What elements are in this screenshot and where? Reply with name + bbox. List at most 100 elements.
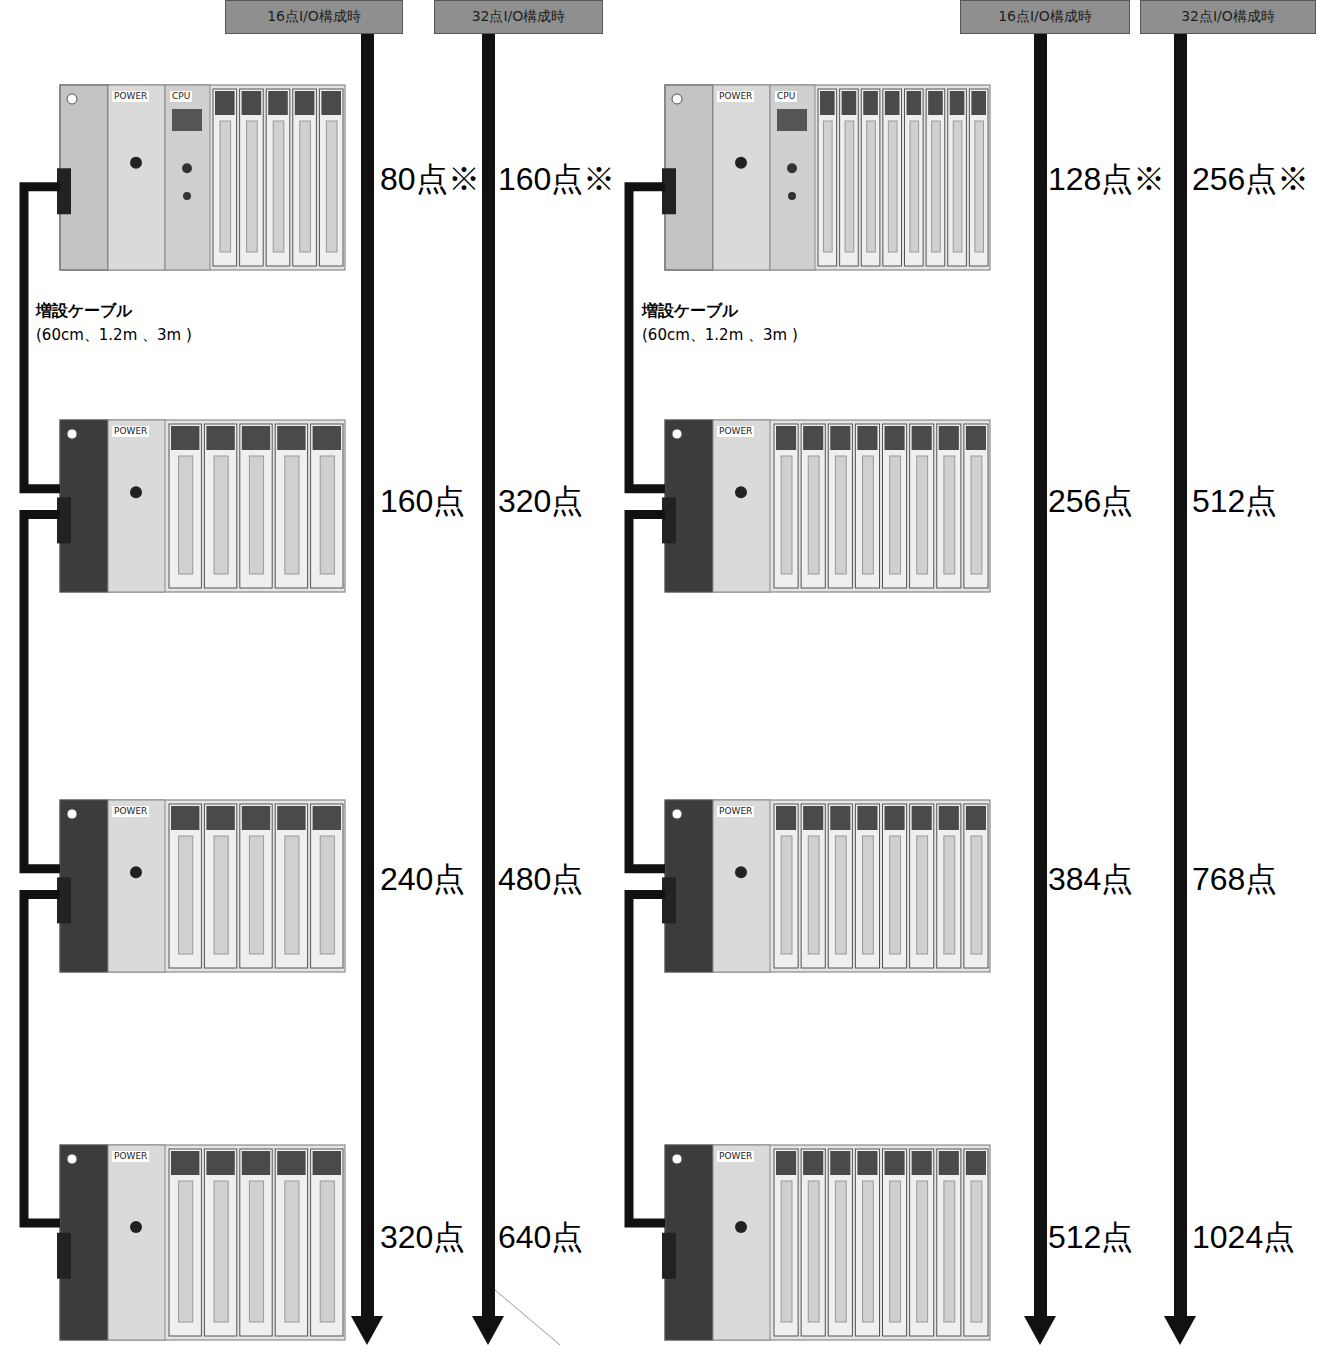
cpu-switch <box>183 192 191 200</box>
power-lamp <box>735 1221 747 1233</box>
rack-base <box>60 420 345 592</box>
io-arrow <box>351 34 383 1345</box>
io-module <box>801 804 825 968</box>
io-connector <box>885 426 905 450</box>
io-module <box>311 424 343 588</box>
plc-rack <box>57 85 345 270</box>
io-module <box>926 89 945 266</box>
io-point-count: 160点 <box>380 482 465 520</box>
plc-rack: POWER <box>665 1145 990 1340</box>
io-connector <box>830 1151 850 1175</box>
io-point-count: 256点※ <box>1192 160 1309 198</box>
io-connector <box>966 426 986 450</box>
expansion-cable <box>629 515 665 869</box>
io-arrow <box>472 34 504 1345</box>
io-terminal-strip <box>823 121 832 252</box>
io-point-count: 480点 <box>498 860 583 898</box>
io-terminal-strip <box>781 456 792 574</box>
rack-illustrations <box>57 85 990 1340</box>
io-connector <box>857 806 877 830</box>
io-terminal-strip <box>890 1181 901 1322</box>
io-point-count: 240点 <box>380 860 465 898</box>
io-module <box>855 1149 879 1336</box>
io-module <box>948 89 967 266</box>
io-terminal-strip <box>944 1181 955 1322</box>
mount-hole <box>672 429 682 439</box>
io-terminal-strip <box>975 121 984 252</box>
io-connector <box>206 1151 234 1175</box>
expansion-cable <box>24 895 60 1223</box>
plc-rack: POWER <box>60 420 345 592</box>
io-module <box>266 89 290 266</box>
io-module <box>964 804 988 968</box>
header-text: 32点I/O構成時 <box>466 8 572 26</box>
power-lamp <box>130 157 142 169</box>
io-connector <box>776 806 796 830</box>
io-point-count: 768点 <box>1192 860 1277 898</box>
plc-rack <box>662 800 990 972</box>
header-box: 32点I/O構成時 <box>1140 0 1316 34</box>
power-module <box>713 1145 770 1340</box>
io-terminal-strip <box>320 836 334 954</box>
rack-base <box>60 85 345 270</box>
io-terminal-strip <box>179 1181 193 1322</box>
cpu-switch <box>787 163 797 173</box>
io-connector <box>939 426 959 450</box>
io-module <box>828 804 852 968</box>
io-connector <box>321 91 341 115</box>
io-terminal-strip <box>320 1181 334 1322</box>
io-point-count: 1024点 <box>1192 1218 1295 1256</box>
cpu-switch <box>182 163 192 173</box>
io-terminal-strip <box>285 1181 299 1322</box>
plc-rack <box>662 420 990 592</box>
mount-hole <box>67 1154 77 1164</box>
io-connector <box>907 91 922 115</box>
io-connector <box>830 426 850 450</box>
io-connector <box>971 91 986 115</box>
plc-rack: POWERCPU <box>665 85 990 270</box>
io-connector <box>857 1151 877 1175</box>
io-terminal-strip <box>214 1181 228 1322</box>
io-connector <box>939 1151 959 1175</box>
power-module <box>108 1145 165 1340</box>
io-terminal-strip <box>932 121 941 252</box>
rack-base <box>60 1145 345 1340</box>
io-arrow <box>1024 34 1056 1345</box>
io-module <box>801 1149 825 1336</box>
io-module <box>240 424 272 588</box>
power-lamp <box>130 866 142 878</box>
io-connector <box>171 426 199 450</box>
rack-base <box>665 85 990 270</box>
io-terminal-strip <box>249 1181 263 1322</box>
io-terminal-strip <box>910 121 919 252</box>
io-connector <box>242 1151 270 1175</box>
io-terminal-strip <box>326 121 337 252</box>
io-terminal-strip <box>247 121 258 252</box>
io-terminal-strip <box>300 121 311 252</box>
header-box: 16点I/O構成時 <box>225 0 403 34</box>
io-module <box>240 804 272 968</box>
io-terminal-strip <box>863 836 874 954</box>
rack-base <box>665 800 990 972</box>
io-connector <box>885 806 905 830</box>
mount-hole <box>672 809 682 819</box>
io-connector <box>277 426 305 450</box>
io-terminal-strip <box>944 456 955 574</box>
io-connector <box>295 91 315 115</box>
io-connector <box>242 426 270 450</box>
io-module <box>169 424 201 588</box>
io-module <box>774 424 798 588</box>
io-module <box>204 424 236 588</box>
io-module <box>855 424 879 588</box>
io-module <box>818 89 837 266</box>
io-module <box>240 89 264 266</box>
power-lamp <box>130 486 142 498</box>
io-connector <box>939 806 959 830</box>
io-connector <box>803 1151 823 1175</box>
cpu-display <box>172 109 202 131</box>
io-terminal-strip <box>845 121 854 252</box>
io-terminal-strip <box>273 121 284 252</box>
io-module <box>910 804 934 968</box>
io-terminal-strip <box>971 456 982 574</box>
